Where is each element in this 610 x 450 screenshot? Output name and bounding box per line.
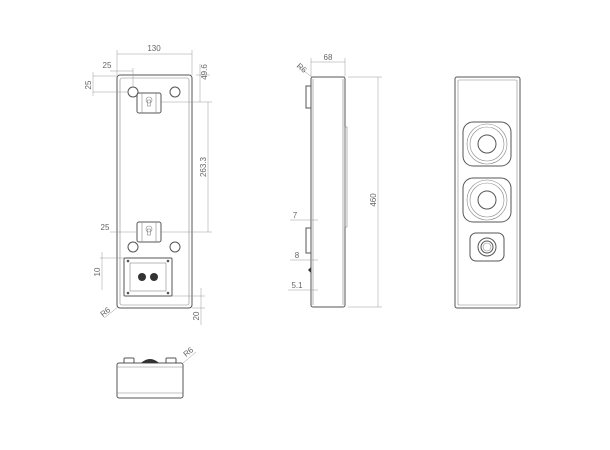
dim-terminal-offset: 10 <box>93 267 102 276</box>
mount-hole <box>169 241 181 253</box>
dim-width: 130 <box>147 44 161 53</box>
dim-bottom-radius: R6 <box>182 345 196 359</box>
back-view: 130 25 25 49.6 263.3 25 10 R6 20 <box>84 44 212 325</box>
tweeter <box>469 232 505 262</box>
dim-depth: 68 <box>324 53 333 62</box>
dim-offset-top: 25 <box>103 61 112 70</box>
dim-c: 5.1 <box>291 281 303 290</box>
bottom-view: R6 <box>116 345 197 399</box>
dim-offset-left: 25 <box>84 80 93 89</box>
dim-bracket-spacing: 263.3 <box>199 156 208 177</box>
dim-lower-offset: 25 <box>101 223 110 232</box>
dim-a: 7 <box>293 211 298 220</box>
dim-top-to-bracket: 49.6 <box>200 64 209 80</box>
dim-corner-radius: R6 <box>99 305 113 319</box>
woofer-bottom <box>462 177 512 223</box>
dim-height: 460 <box>369 193 378 207</box>
keyhole-bracket-top <box>136 92 162 114</box>
mount-hole <box>127 241 139 253</box>
front-view <box>454 76 521 309</box>
dim-b: 8 <box>295 251 300 260</box>
terminal-plate <box>123 257 173 297</box>
dim-bottom-offset: 20 <box>192 311 201 320</box>
keyhole-bracket-bottom <box>136 221 162 243</box>
woofer-top <box>462 121 512 167</box>
side-view: 68 R6 460 7 8 5.1 <box>288 53 382 308</box>
mount-hole <box>169 86 181 98</box>
